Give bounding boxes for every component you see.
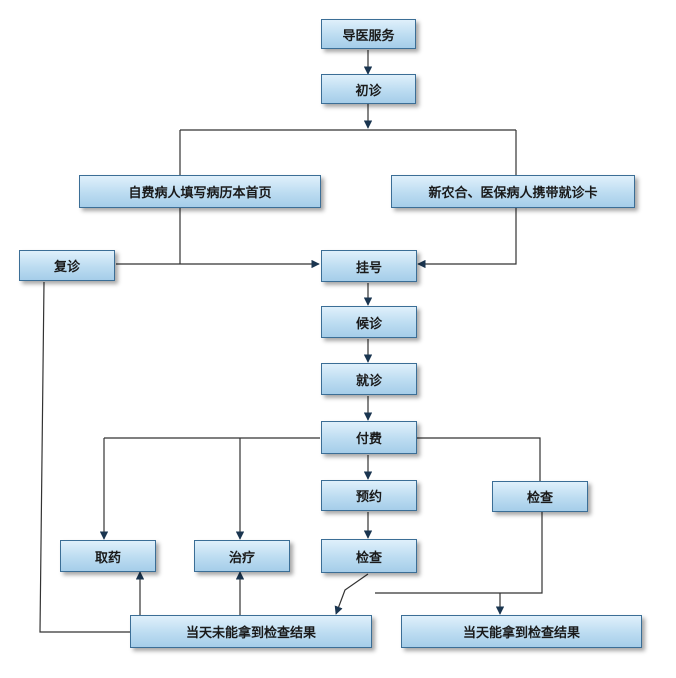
edge-xinnonghe-guahao [417, 208, 517, 269]
node-jiuzhen: 就诊 [321, 363, 417, 395]
node-neng: 当天能拿到检查结果 [401, 615, 642, 648]
node-houzhen: 候诊 [321, 306, 417, 338]
node-weineng: 当天未能拿到检查结果 [130, 615, 372, 648]
node-xinnonghe: 新农合、医保病人携带就诊卡 [391, 175, 635, 208]
node-zifei: 自费病人填写病历本首页 [79, 175, 321, 208]
node-yuyue: 预约 [321, 480, 417, 511]
node-zhiliao: 治疗 [194, 540, 290, 572]
node-chuzhen: 初诊 [321, 74, 416, 104]
edge-jiancha-weineng [334, 573, 369, 615]
edge-fufei-jiancha-right [416, 437, 541, 481]
node-jiancha-mid: 检查 [321, 539, 417, 573]
node-daoyi: 导医服务 [321, 19, 416, 49]
edge-jiancha-right-down [375, 512, 543, 594]
node-fuzhen: 复诊 [19, 250, 115, 281]
node-guahao: 挂号 [321, 250, 417, 282]
node-quyao: 取药 [60, 540, 156, 572]
node-fufei: 付费 [321, 421, 417, 454]
edge-weineng-fuzhen [39, 281, 130, 633]
node-jiancha-right: 检查 [492, 481, 588, 512]
